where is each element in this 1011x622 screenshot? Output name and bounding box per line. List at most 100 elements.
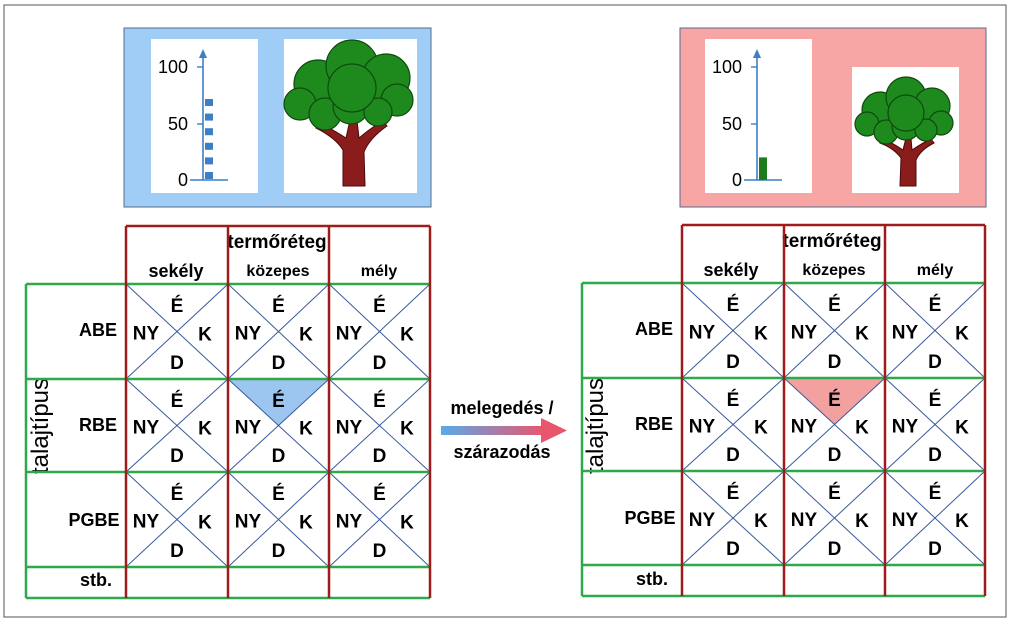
direction-label-east: K xyxy=(400,325,414,346)
direction-label-south: D xyxy=(373,446,387,467)
direction-label-west: NY xyxy=(336,418,363,439)
direction-label-east: K xyxy=(198,513,212,534)
right-column-header-sekely: sekély xyxy=(703,260,758,280)
cell-diagonal xyxy=(884,282,986,379)
direction-label-south: D xyxy=(726,445,740,466)
right-level-indicator xyxy=(759,157,767,180)
direction-label-north: É xyxy=(929,482,942,504)
direction-label-north: É xyxy=(373,295,386,317)
direction-label-west: NY xyxy=(892,323,919,344)
direction-label-west: NY xyxy=(133,324,160,345)
direction-label-north: É xyxy=(272,390,285,412)
left-column-header-kozepes: közepes xyxy=(246,263,309,280)
left-column-header-sekely: sekély xyxy=(148,261,203,281)
direction-label-north: É xyxy=(373,483,386,505)
left-level-indicator xyxy=(205,99,213,179)
cell-diagonal xyxy=(681,282,785,379)
right-scale-label-50: 50 xyxy=(722,114,742,134)
right-soil-grid: termőréteg sekély közepes mély talajtípu… xyxy=(580,223,987,598)
direction-label-south: D xyxy=(373,541,387,562)
direction-label-east: K xyxy=(855,324,869,345)
grid-cell: É NY KD xyxy=(681,377,785,472)
direction-label-north: É xyxy=(929,389,942,411)
right-row-group-title: talajtípus xyxy=(582,378,609,474)
cell-diagonal xyxy=(783,470,886,566)
direction-label-south: D xyxy=(828,539,842,560)
direction-label-south: D xyxy=(928,539,942,560)
direction-label-south: D xyxy=(272,446,286,467)
direction-label-west: NY xyxy=(336,512,363,533)
transition-arrow-head-icon xyxy=(541,418,567,443)
right-scale-axis: 100 50 0 xyxy=(712,49,782,190)
direction-label-south: D xyxy=(726,539,740,560)
direction-label-north: É xyxy=(171,295,184,317)
cell-diagonal xyxy=(328,471,431,568)
left-column-group-title: termőréteg xyxy=(227,232,326,253)
cell-diagonal xyxy=(783,377,886,472)
direction-label-west: NY xyxy=(892,417,919,438)
left-scale-label-50: 50 xyxy=(168,114,188,134)
cell-diagonal xyxy=(328,378,431,473)
cell-diagonal xyxy=(884,377,986,472)
left-scale-axis: 100 50 0 xyxy=(158,49,228,190)
direction-label-west: NY xyxy=(235,324,262,345)
left-row-header-pgbe: PGBE xyxy=(68,510,119,530)
right-column-group-title: termőréteg xyxy=(782,231,881,252)
left-row-header-stb: stb. xyxy=(80,570,112,590)
direction-label-south: D xyxy=(170,353,184,374)
direction-label-east: K xyxy=(400,513,414,534)
left-scale-arrow-icon xyxy=(199,49,207,58)
direction-label-south: D xyxy=(170,446,184,467)
right-grid-lines xyxy=(580,223,987,598)
direction-label-north: É xyxy=(828,294,841,316)
transition-arrow: melegedés / szárazodás xyxy=(441,398,567,462)
cell-diagonal xyxy=(681,470,785,566)
direction-label-west: NY xyxy=(689,417,716,438)
right-column-header-kozepes: közepes xyxy=(802,262,865,279)
direction-label-south: D xyxy=(828,445,842,466)
direction-label-south: D xyxy=(828,352,842,373)
direction-label-east: K xyxy=(754,418,768,439)
right-column-header-mely: mély xyxy=(917,262,954,279)
direction-label-east: K xyxy=(754,511,768,532)
direction-label-west: NY xyxy=(689,323,716,344)
left-row-header-abe: ABE xyxy=(79,320,117,340)
cell-diagonal xyxy=(125,471,229,568)
direction-label-east: K xyxy=(198,419,212,440)
direction-label-west: NY xyxy=(133,512,160,533)
direction-label-north: É xyxy=(828,482,841,504)
left-level-dot xyxy=(205,157,213,165)
direction-label-north: É xyxy=(373,390,386,412)
direction-label-west: NY xyxy=(791,417,818,438)
direction-label-north: É xyxy=(929,294,942,316)
direction-label-north: É xyxy=(727,294,740,316)
direction-label-west: NY xyxy=(791,510,818,531)
direction-label-north: É xyxy=(727,389,740,411)
grid-cell: É NY KD xyxy=(328,471,431,568)
direction-label-east: K xyxy=(955,418,969,439)
direction-label-north: É xyxy=(727,482,740,504)
left-level-dot xyxy=(205,99,213,106)
right-climate-panel: 100 50 0 xyxy=(679,27,987,208)
transition-label-line1: melegedés / xyxy=(450,398,553,418)
direction-label-east: K xyxy=(299,513,313,534)
left-scale-label-0: 0 xyxy=(178,170,188,190)
direction-label-east: K xyxy=(855,511,869,532)
direction-label-east: K xyxy=(754,324,768,345)
right-level-bar xyxy=(759,157,767,180)
left-tree-icon xyxy=(283,39,414,187)
direction-label-east: K xyxy=(955,511,969,532)
direction-label-north: É xyxy=(171,483,184,505)
direction-label-east: K xyxy=(955,324,969,345)
cell-diagonal xyxy=(783,282,886,379)
